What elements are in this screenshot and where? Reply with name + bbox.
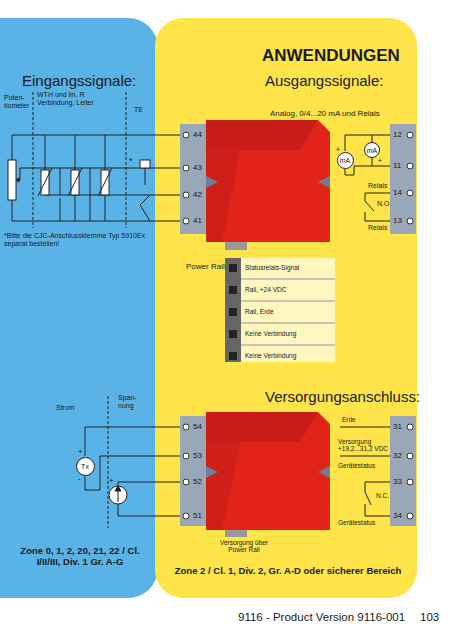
terminal-number: 11: [393, 161, 401, 170]
terminal-number: 32: [393, 451, 402, 460]
terminal-number: 31: [393, 422, 402, 431]
label-text: 9116 - Product Version 9116-001: [238, 611, 405, 624]
circle-text: mA: [367, 147, 378, 154]
terminal-number: 13: [393, 216, 402, 225]
sensor-label: WTH und lin. R Verbindung, Leiter: [37, 91, 115, 107]
circle-text: Tx: [81, 463, 89, 470]
label-text: Rail, Erde: [245, 308, 274, 315]
label-text: Gerätestatus: [338, 519, 375, 526]
meter-circle: mA: [337, 152, 354, 169]
terminal-number: 53: [193, 451, 202, 460]
polarity-sign: +: [378, 157, 382, 165]
sensor-label: TE: [134, 106, 143, 114]
terminal-number: 42: [193, 190, 202, 199]
polarity-sign: -: [78, 474, 81, 483]
label-text: Span- nung: [118, 394, 146, 410]
label-text: Keine Verbindung: [245, 330, 296, 337]
terminal-number: 51: [193, 511, 202, 520]
terminal-number: 52: [193, 477, 202, 486]
note-mark: *: [129, 156, 133, 166]
terminal-number: 44: [193, 130, 202, 139]
label-text: Power Rail: [186, 262, 225, 271]
terminal-number: 34: [393, 511, 402, 520]
label-text: N.O.: [377, 200, 391, 208]
terminal-number: 14: [393, 188, 402, 197]
polarity-sign: +: [78, 447, 83, 456]
label-text: Strom: [56, 404, 75, 412]
panel-text: Zone 0, 1, 2, 20, 21, 22 / Cl. I/II/III,…: [20, 546, 140, 568]
label-text: Relais: [368, 224, 387, 232]
terminal-number: 43: [193, 163, 202, 172]
label-text: Erde: [342, 416, 356, 423]
meter-circle: Tx: [76, 457, 95, 476]
circle-text: mA: [340, 157, 351, 164]
label-text: *Bitte die CJC-Anschlussklemme Typ 5910E…: [4, 232, 149, 248]
terminal-number: 12: [393, 130, 402, 139]
panel-text: Versorgungsanschluss:: [265, 388, 420, 405]
label-text: Versorgung über Power Rail: [214, 539, 274, 554]
sensor-label: Poten- tiometer: [4, 94, 34, 110]
label-text: Gerätestatus: [338, 462, 375, 469]
page-title: ANWENDUNGEN: [262, 46, 400, 66]
terminal-number: 103: [420, 611, 439, 624]
label-text: Rail, +24 VDC: [245, 286, 286, 293]
terminal-number: 33: [393, 477, 402, 486]
label-text: Versorgung +19,2...31,2 VDC: [338, 438, 390, 453]
terminal-number: 54: [193, 422, 202, 431]
panel-text: Zone 2 / Cl. 1, Div. 2, Gr. A-D oder sic…: [162, 566, 414, 577]
label-text: Statusrelais-Signal: [245, 264, 299, 271]
terminal-number: 41: [193, 216, 202, 225]
meter-circle: mA: [364, 142, 381, 159]
panel-text: Ausgangssignale:: [265, 72, 383, 89]
label-text: N.C.: [376, 492, 389, 499]
polarity-sign: +: [109, 476, 114, 485]
label-text: Relais: [368, 182, 387, 190]
label-text: Keine Verbindung: [245, 352, 296, 359]
polarity-sign: +: [336, 146, 340, 154]
panel-text: Eingangssignale:: [22, 72, 136, 89]
signal-label: Analog, 0/4...20 mA und Relais: [270, 109, 380, 118]
